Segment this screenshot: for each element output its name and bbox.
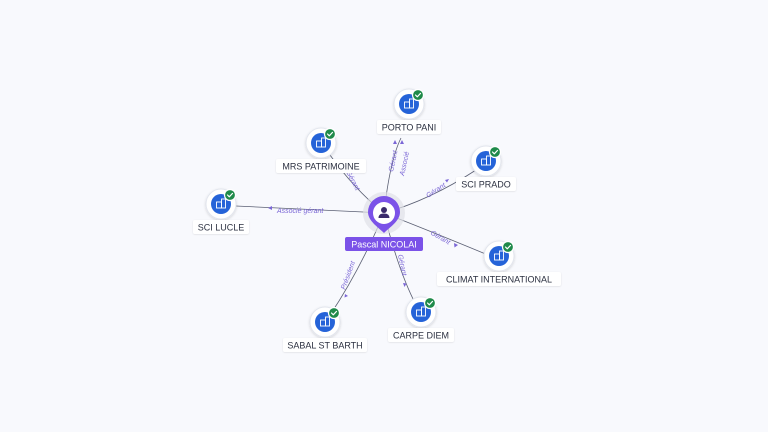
arrow-icon <box>403 283 407 287</box>
building-icon <box>416 306 426 317</box>
node-mrs-patrimoine[interactable]: MRS PATRIMOINE <box>276 127 366 173</box>
arrow-icon <box>268 206 272 210</box>
center-label: Pascal NICOLAI <box>351 240 417 250</box>
edge-label-gerant: Gérant <box>344 170 361 193</box>
building-icon <box>494 250 504 261</box>
node-label: MRS PATRIMOINE <box>282 162 359 172</box>
building-icon <box>481 155 491 166</box>
node-sci-prado[interactable]: SCI PRADO <box>456 145 516 191</box>
node-sci-lucle[interactable]: SCI LUCLE <box>193 188 249 234</box>
edge-sci-lucle[interactable]: Associé gérant <box>235 205 385 215</box>
node-sabal-st-barth[interactable]: SABAL ST BARTH <box>283 306 367 352</box>
person-icon <box>378 207 390 218</box>
node-climat-international[interactable]: CLIMAT INTERNATIONAL <box>437 240 561 286</box>
verified-check-icon <box>327 306 341 320</box>
arrow-icon <box>344 294 348 298</box>
edge-label-gerant: Gérant <box>429 230 452 247</box>
node-label: PORTO PANI <box>382 123 437 133</box>
edge-label-associe-gerant: Associé gérant <box>276 208 324 215</box>
node-label: SABAL ST BARTH <box>287 341 362 351</box>
verified-check-icon <box>488 145 502 159</box>
edge-label-gerant: Gérant <box>425 182 448 200</box>
verified-check-icon <box>323 127 337 141</box>
arrow-icon <box>454 243 458 248</box>
arrow-icon <box>400 140 404 144</box>
node-label: SCI PRADO <box>461 180 511 190</box>
building-icon <box>404 98 414 109</box>
verified-check-icon <box>223 188 237 202</box>
verified-check-icon <box>423 296 437 310</box>
edge-label-gerant: Gérant <box>396 254 408 277</box>
verified-check-icon <box>501 240 515 254</box>
edge-label-president: Président <box>340 260 357 291</box>
node-carpe-diem[interactable]: CARPE DIEM <box>388 296 454 342</box>
node-porto-pani[interactable]: PORTO PANI <box>377 88 441 134</box>
node-label: CLIMAT INTERNATIONAL <box>446 275 552 285</box>
arrow-icon <box>393 140 397 144</box>
arrow-icon <box>445 179 449 183</box>
edge-label-associe: Associé <box>399 151 411 178</box>
building-icon <box>320 316 330 327</box>
node-label: SCI LUCLE <box>198 223 245 233</box>
node-label: CARPE DIEM <box>393 331 449 341</box>
edge-label-gerant: Gérant <box>388 149 400 172</box>
center-person-node[interactable]: Pascal NICOLAI <box>345 192 423 251</box>
building-icon <box>216 198 226 209</box>
building-icon <box>316 137 326 148</box>
verified-check-icon <box>411 88 425 102</box>
